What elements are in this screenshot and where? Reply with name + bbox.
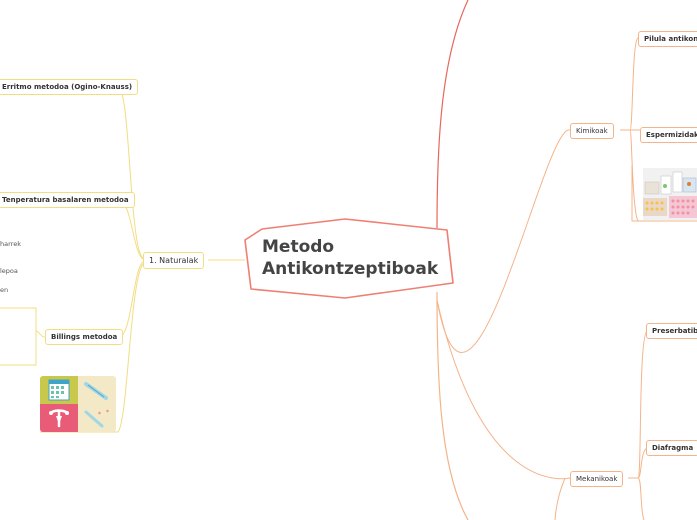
naturalak-node[interactable]: 1. Naturalak xyxy=(143,252,205,269)
naturalak-label: 1. Naturalak xyxy=(149,256,199,265)
central-node-shape xyxy=(244,218,454,299)
mekanikoak-node[interactable]: Mekanikoak xyxy=(570,471,624,487)
temperature-node[interactable]: Tenperatura basalaren metodoa xyxy=(0,192,135,208)
preserbatiboa-node[interactable]: Preserbatiboa xyxy=(646,323,697,339)
branch-line-billings xyxy=(44,261,144,338)
thermometer-icon xyxy=(84,382,108,400)
temperature-label: Tenperatura basalaren metodoa xyxy=(2,196,129,204)
branch-line-temperature xyxy=(1,199,144,260)
espermizidak-node[interactable]: Espermizidak xyxy=(640,127,697,143)
branch-line-mekanikoak-down xyxy=(554,477,566,520)
pilula-label: Pilula antikonts xyxy=(644,35,697,43)
branch-line-mekanikoak xyxy=(436,299,571,480)
branch-line-image xyxy=(40,263,144,433)
billings-subcurve xyxy=(35,330,45,338)
billings-node[interactable]: Billings metodoa xyxy=(45,329,124,345)
fragment-text-2: lepoa xyxy=(0,267,18,275)
bottom-orange-connector xyxy=(436,291,469,520)
central-topic-line2: Antikontzeptiboak xyxy=(262,259,439,279)
mekanikoak-children-trunk xyxy=(628,329,649,520)
espermizidak-label: Espermizidak xyxy=(646,131,697,139)
billings-label: Billings metodoa xyxy=(51,333,118,341)
pilula-node[interactable]: Pilula antikonts xyxy=(638,31,697,47)
billings-box xyxy=(0,307,37,366)
branch-line-ogino xyxy=(1,89,144,259)
uterus-icon xyxy=(49,409,69,428)
svg-text:*: * xyxy=(106,409,109,416)
diafragma-node[interactable]: Diafragma xyxy=(646,440,697,456)
chemical-contraceptives-image xyxy=(643,168,697,220)
kimikoak-image-bracket xyxy=(631,165,697,222)
diafragma-label: Diafragma xyxy=(652,444,694,452)
ogino-label: Erritmo metodoa (Ogino-Knauss) xyxy=(2,83,133,91)
natural-methods-image: * * xyxy=(40,376,116,432)
preserbatiboa-label: Preserbatiboa xyxy=(652,327,697,335)
thermometer-icon-small: * * xyxy=(84,409,109,428)
mekanikoak-label: Mekanikoak xyxy=(576,475,618,483)
svg-text:*: * xyxy=(98,411,101,418)
kimikoak-node[interactable]: Kimikoak xyxy=(570,123,614,139)
central-topic-line1: Metodo xyxy=(262,237,335,257)
fragment-text-3: en xyxy=(0,286,9,294)
fragment-text-1: harrek xyxy=(0,240,21,248)
ogino-node[interactable]: Erritmo metodoa (Ogino-Knauss) xyxy=(0,79,139,95)
calendar-icon xyxy=(48,379,70,401)
kimikoak-label: Kimikoak xyxy=(576,127,608,135)
top-red-connector xyxy=(436,0,469,229)
central-topic[interactable]: Metodo Antikontzeptiboak xyxy=(262,236,438,280)
kimikoak-children-trunk xyxy=(620,37,640,222)
branch-line-kimikoak xyxy=(436,129,570,353)
